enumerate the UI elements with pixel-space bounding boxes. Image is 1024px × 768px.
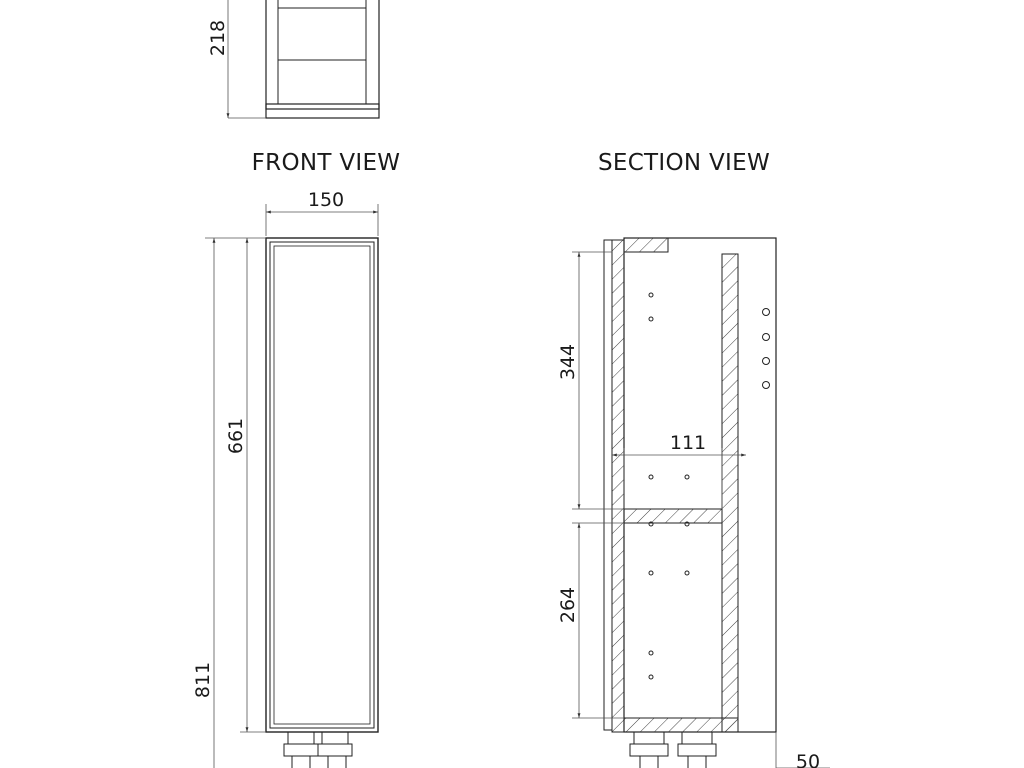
section-lower-height-label: 264 [557,587,579,623]
section-upper-height-label: 344 [557,344,579,380]
top-view [226,0,380,119]
front-width-label: 150 [308,189,344,211]
top-height-label: 218 [207,20,229,56]
front-total-height-label: 811 [192,662,214,698]
front-view-title: FRONT VIEW [252,150,401,176]
section-view [572,237,830,768]
section-depth-label: 50 [796,751,820,768]
section-inner-width-label: 111 [670,432,706,454]
front-mirror-height-label: 661 [225,418,247,454]
front-view [205,204,379,768]
section-view-title: SECTION VIEW [598,150,770,176]
